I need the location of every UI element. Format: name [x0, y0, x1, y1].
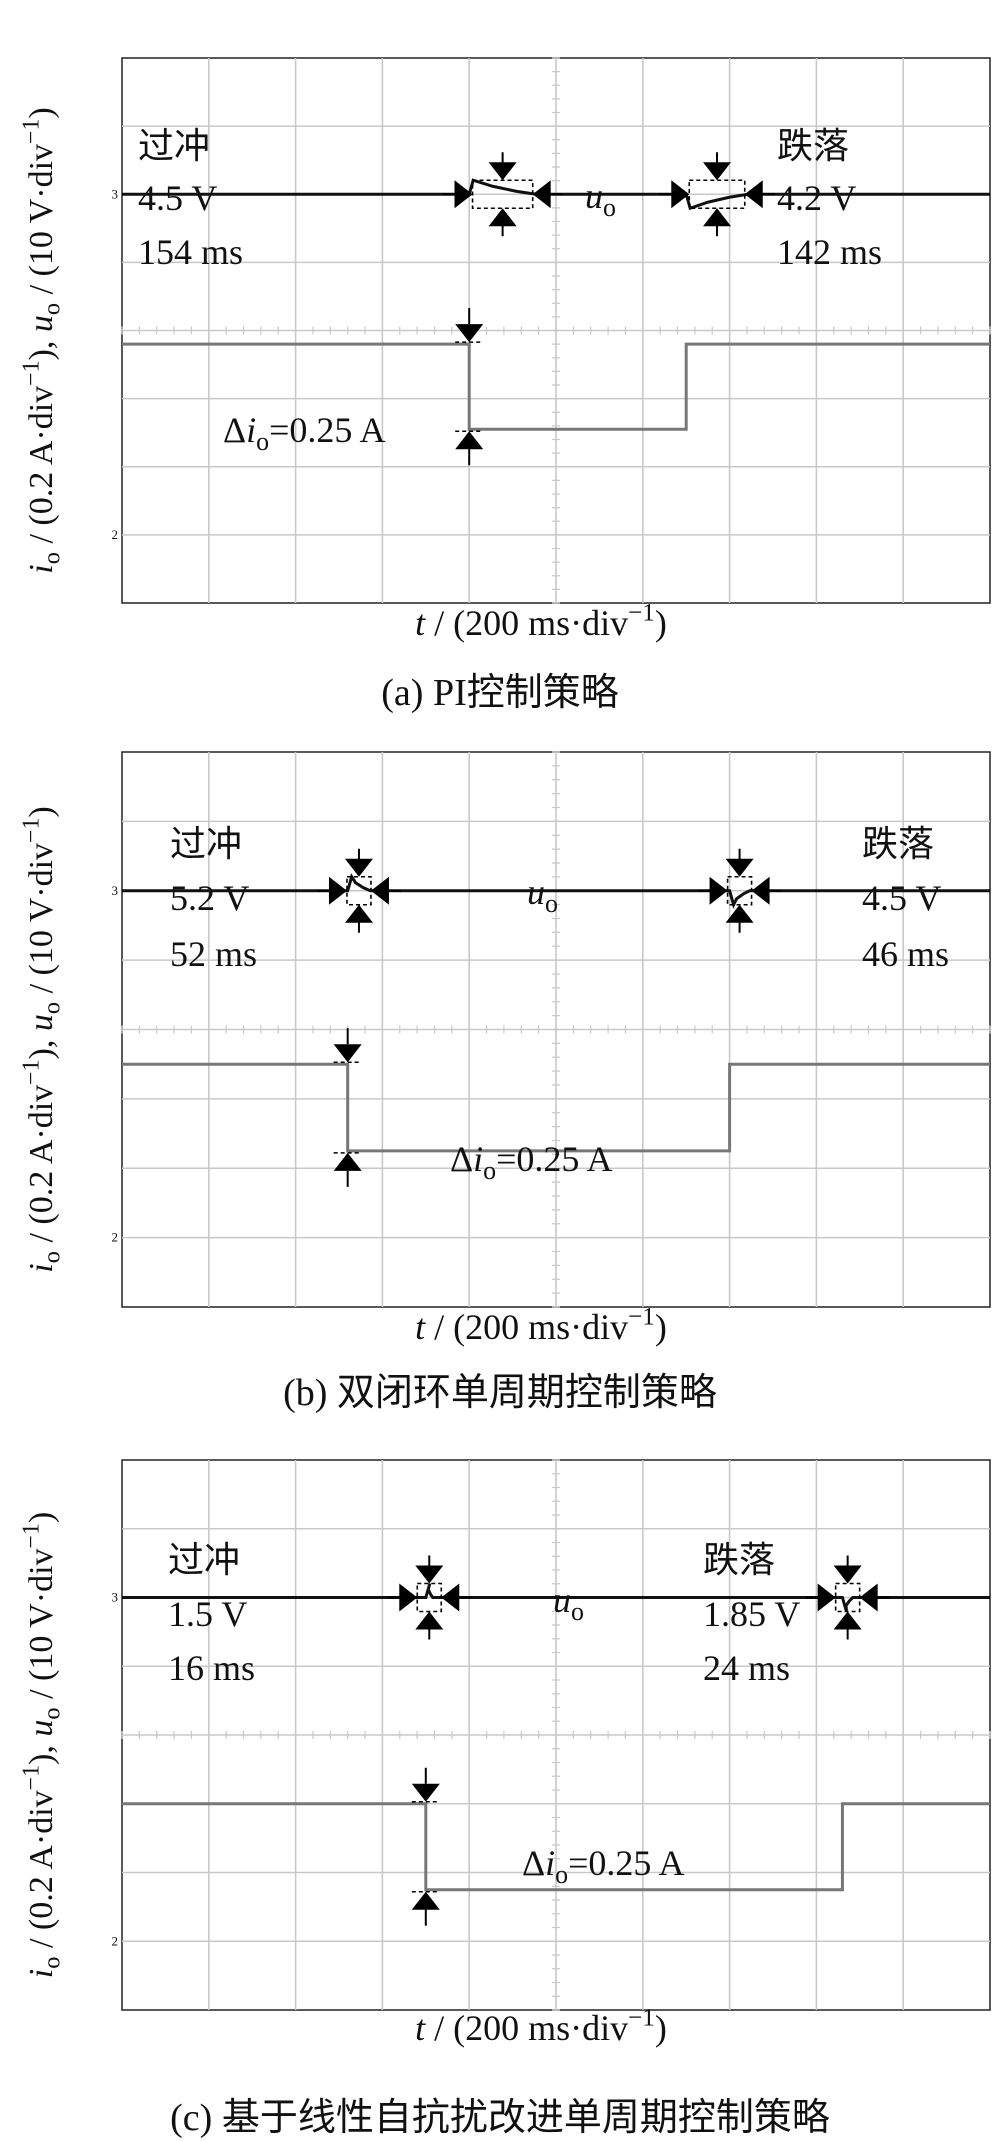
drop-marker — [805, 1555, 890, 1640]
drop-arrow-top — [725, 858, 754, 877]
drop-arrow-left — [671, 180, 690, 209]
channel-marker-3: 3 — [112, 883, 119, 898]
overshoot-marker — [316, 848, 401, 933]
overshoot-arrow-bottom — [488, 208, 517, 227]
overshoot-value: 4.5 V — [138, 178, 217, 218]
overshoot-arrow-bottom — [344, 904, 373, 923]
channel-marker-3: 3 — [112, 1590, 119, 1605]
overshoot-title: 过冲 — [170, 824, 242, 864]
overshoot-arrow-bottom — [415, 1611, 444, 1630]
chart-panel-1: 3 2 过冲 4.5 V 154 ms 跌落 4.2 V 142 ms uo​ Δio​=0.25… — [18, 57, 991, 714]
drop-arrow-right — [744, 180, 763, 209]
current-step-label: Δio​=0.25 A — [522, 1843, 684, 1889]
drop-time: 46 ms — [862, 934, 949, 974]
drop-title: 跌落 — [703, 1540, 775, 1580]
chart-panel-2: 3 2 过冲 5.2 V 52 ms 跌落 4.5 V 46 ms uo​ Δio​=0.25 A… — [18, 751, 991, 1414]
voltage-trace-uo — [122, 178, 990, 211]
current-step-arrow-top — [333, 1044, 362, 1063]
chart-panel-3: 3 2 过冲 1.5 V 16 ms 跌落 1.85 V 24 ms uo​ Δio​=0.25 … — [18, 1459, 991, 2139]
channel-marker-2: 2 — [112, 527, 119, 542]
overshoot-arrow-left — [328, 876, 347, 905]
current-trace-io — [122, 342, 990, 431]
overshoot-time: 154 ms — [138, 232, 243, 272]
overshoot-value: 5.2 V — [170, 878, 249, 918]
drop-arrow-bottom — [703, 208, 732, 227]
current-step-arrow-bottom — [455, 431, 484, 450]
voltage-trace-uo — [122, 873, 990, 909]
channel-marker-2: 2 — [112, 1230, 119, 1245]
panel-caption: (c) 基于线性自抗扰改进单周期控制策略 — [170, 2097, 830, 2139]
voltage-series-label: uo​ — [553, 1580, 584, 1626]
drop-value: 1.85 V — [703, 1594, 800, 1634]
drop-time: 24 ms — [703, 1648, 790, 1688]
overshoot-time: 52 ms — [170, 934, 257, 974]
drop-arrow-top — [833, 1565, 862, 1584]
drop-title: 跌落 — [862, 824, 934, 864]
overshoot-arrow-left — [454, 180, 473, 209]
drop-arrow-right — [751, 876, 770, 905]
voltage-series-label: uo​ — [527, 872, 558, 918]
panel-caption: (b) 双闭环单周期控制策略 — [283, 1372, 717, 1414]
drop-marker — [659, 152, 775, 237]
channel-marker-2: 2 — [112, 1933, 119, 1948]
current-step-label: Δio​=0.25 A — [223, 410, 385, 456]
overshoot-arrow-left — [399, 1583, 418, 1612]
overshoot-marker — [387, 1555, 472, 1640]
drop-arrow-bottom — [833, 1611, 862, 1630]
drop-value: 4.5 V — [862, 878, 941, 918]
current-trace-io — [122, 1802, 990, 1892]
overshoot-arrow-right — [532, 180, 551, 209]
drop-value: 4.2 V — [777, 178, 856, 218]
current-step-arrow-top — [455, 324, 484, 343]
voltage-trace-uo — [122, 1583, 990, 1612]
x-axis-label: t / (200 ms·div−1​) — [415, 600, 667, 643]
drop-arrow-right — [859, 1583, 878, 1612]
overshoot-arrow-right — [370, 876, 389, 905]
current-step-arrow-bottom — [411, 1891, 440, 1910]
overshoot-arrow-top — [415, 1565, 444, 1584]
y-axis-label: io​ / (0.2 A·div−1​), uo​ / (10 V·div−1​… — [18, 107, 65, 573]
overshoot-arrow-right — [441, 1583, 460, 1612]
current-step-arrow-bottom — [333, 1152, 362, 1171]
drop-arrow-top — [703, 162, 732, 181]
current-trace-io — [122, 1062, 990, 1153]
channel-marker-3: 3 — [112, 186, 119, 201]
x-axis-label: t / (200 ms·div−1​) — [415, 2005, 667, 2048]
voltage-series-label: uo​ — [585, 176, 616, 222]
drop-arrow-left — [817, 1583, 836, 1612]
overshoot-arrow-top — [488, 162, 517, 181]
y-axis-label: io​ / (0.2 A·div−1​), uo​ / (10 V·div−1​… — [18, 1512, 65, 1978]
overshoot-arrow-top — [344, 858, 373, 877]
panel-caption: (a) PI控制策略 — [381, 672, 618, 714]
overshoot-marker — [442, 152, 563, 237]
current-step-label: Δio​=0.25 A — [450, 1139, 612, 1185]
drop-arrow-bottom — [725, 904, 754, 923]
overshoot-title: 过冲 — [168, 1540, 240, 1580]
drop-marker — [697, 848, 782, 933]
current-step-arrow-top — [411, 1783, 440, 1802]
overshoot-time: 16 ms — [168, 1648, 255, 1688]
x-axis-label: t / (200 ms·div−1​) — [415, 1304, 667, 1347]
drop-arrow-left — [709, 876, 728, 905]
drop-title: 跌落 — [777, 126, 849, 166]
drop-time: 142 ms — [777, 232, 882, 272]
y-axis-label: io​ / (0.2 A·div−1​), uo​ / (10 V·div−1​… — [18, 806, 65, 1272]
overshoot-value: 1.5 V — [168, 1594, 247, 1634]
overshoot-title: 过冲 — [138, 126, 210, 166]
